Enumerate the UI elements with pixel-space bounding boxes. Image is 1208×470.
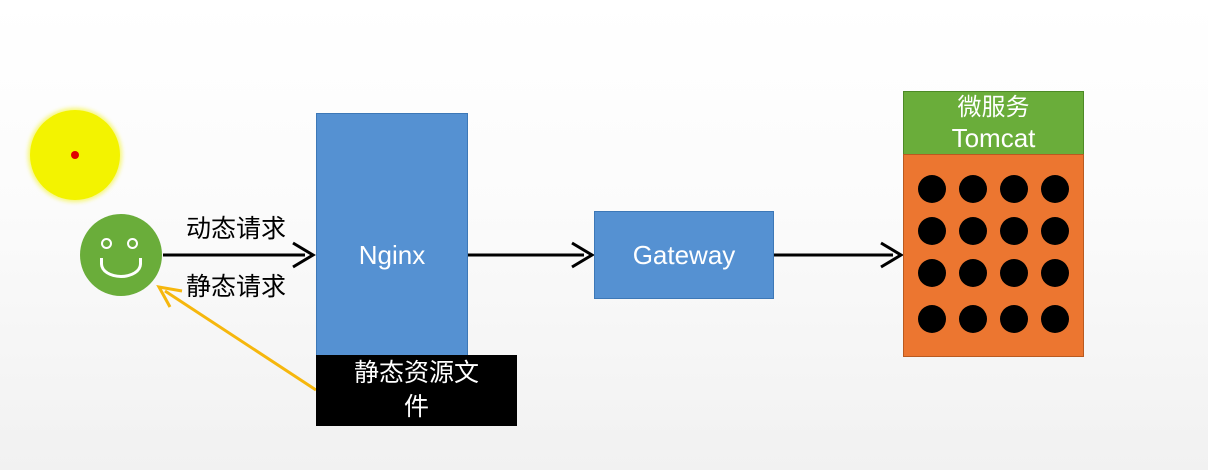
service-instance-dot [918,305,946,333]
microservice-subtitle: Tomcat [951,123,1036,153]
static-resources-label: 静态资源文 件 [316,356,517,424]
service-instance-dot [1041,217,1069,245]
service-instance-dot [1000,305,1028,333]
service-instance-dot [918,175,946,203]
nginx-node [316,113,468,377]
service-instance-dot [1041,259,1069,287]
service-instance-dot [1000,259,1028,287]
nginx-label: Nginx [358,240,426,270]
service-instance-dot [1000,175,1028,203]
static-resources-line1: 静态资源文 [353,358,479,387]
gateway-node: Gateway [594,211,774,299]
gateway-label: Gateway [632,239,736,270]
cursor-highlight-icon [30,110,120,200]
dynamic-request-label: 动态请求 [186,214,287,243]
right-eye [127,238,138,249]
arrow-static-to-user [156,284,317,392]
smile-mouth [100,258,142,278]
service-instance-dot [1041,175,1069,203]
arrow-nginx-to-gateway [468,241,595,269]
service-instance-dot [918,259,946,287]
service-instance-dot [918,217,946,245]
static-request-label: 静态请求 [186,272,287,301]
static-resources-node [316,355,517,426]
user-smiley-icon [80,214,162,296]
service-instance-dot [1000,217,1028,245]
service-instance-dot [1041,305,1069,333]
arrow-user-to-nginx [163,241,316,269]
arrow-gateway-to-tomcat [774,241,904,269]
tomcat-instance-grid [903,154,1084,357]
microservice-header [903,91,1084,155]
service-instance-dot [959,175,987,203]
cursor-dot [71,151,79,159]
left-eye [101,238,112,249]
service-instance-dot [959,305,987,333]
service-instance-dot [959,217,987,245]
static-resources-line2: 件 [403,392,429,421]
service-instance-dot [959,259,987,287]
microservice-title: 微服务 [957,93,1030,121]
